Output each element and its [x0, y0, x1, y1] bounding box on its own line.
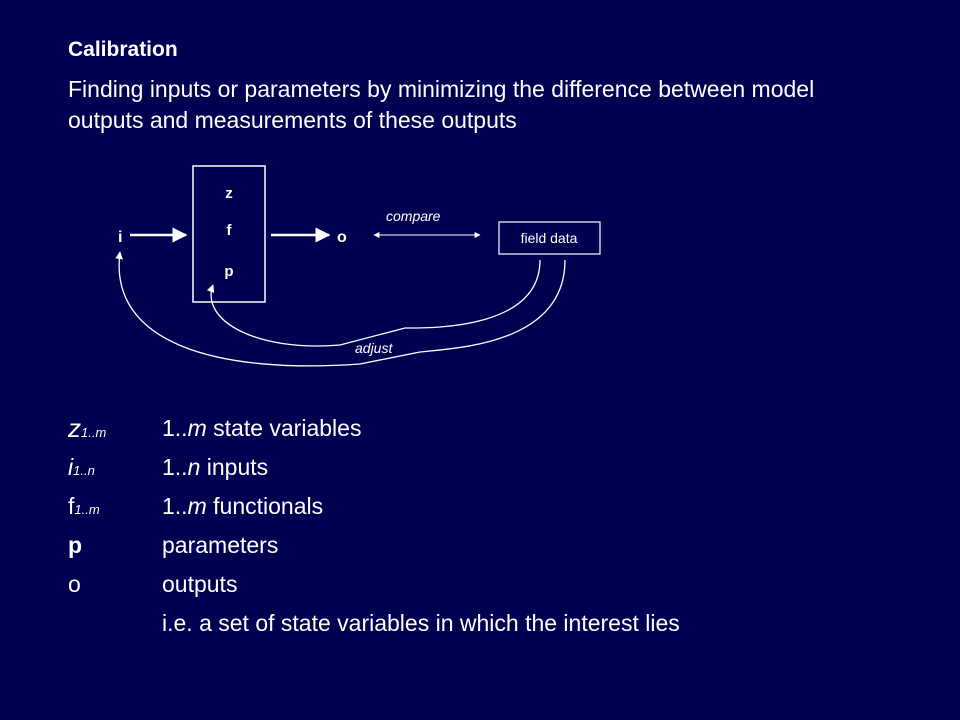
description-f: 1..m functionals	[162, 493, 324, 519]
symbol-i: i1..n	[68, 454, 95, 480]
adjust-label: adjust	[355, 340, 393, 356]
description-i: 1..n inputs	[162, 454, 269, 480]
description-p: parameters	[162, 532, 279, 558]
field-data-label: field data	[521, 230, 578, 246]
slide-subtitle: Finding inputs or parameters by minimizi…	[68, 76, 815, 133]
description-z: 1..m state variables	[162, 415, 362, 441]
definition-z: z1..m 1..m state variables	[68, 410, 928, 449]
definitions-list: z1..m 1..m state variables i1..n 1..n in…	[68, 410, 928, 644]
symbol-p: p	[68, 532, 83, 558]
outputs-note: i.e. a set of state variables in which t…	[162, 610, 680, 636]
model-box	[192, 165, 266, 303]
output-label: o	[337, 229, 347, 246]
description-o: outputs	[162, 571, 238, 597]
adjust-arrow-parameters	[206, 259, 541, 347]
symbol-o: o	[68, 571, 81, 597]
definition-f: f1..m 1..m functionals	[68, 488, 928, 527]
adjust-arrow-inputs	[115, 251, 566, 367]
symbol-z: z1..m	[68, 413, 107, 443]
definition-i: i1..n 1..n inputs	[68, 449, 928, 488]
definition-o: o outputs	[68, 566, 928, 605]
compare-label: compare	[386, 208, 441, 224]
slide-title: Calibration	[68, 38, 178, 61]
box-label-z: z	[225, 185, 233, 202]
field-data-box	[498, 221, 601, 255]
box-label-p: p	[224, 263, 233, 280]
symbol-f: f1..m	[68, 493, 100, 519]
calibration-diagram: z f p i o compare field data adjust	[115, 165, 601, 367]
definition-note: i.e. a set of state variables in which t…	[68, 605, 928, 644]
input-label: i	[118, 229, 122, 246]
box-label-f: f	[227, 222, 233, 239]
definition-p: p parameters	[68, 527, 928, 566]
